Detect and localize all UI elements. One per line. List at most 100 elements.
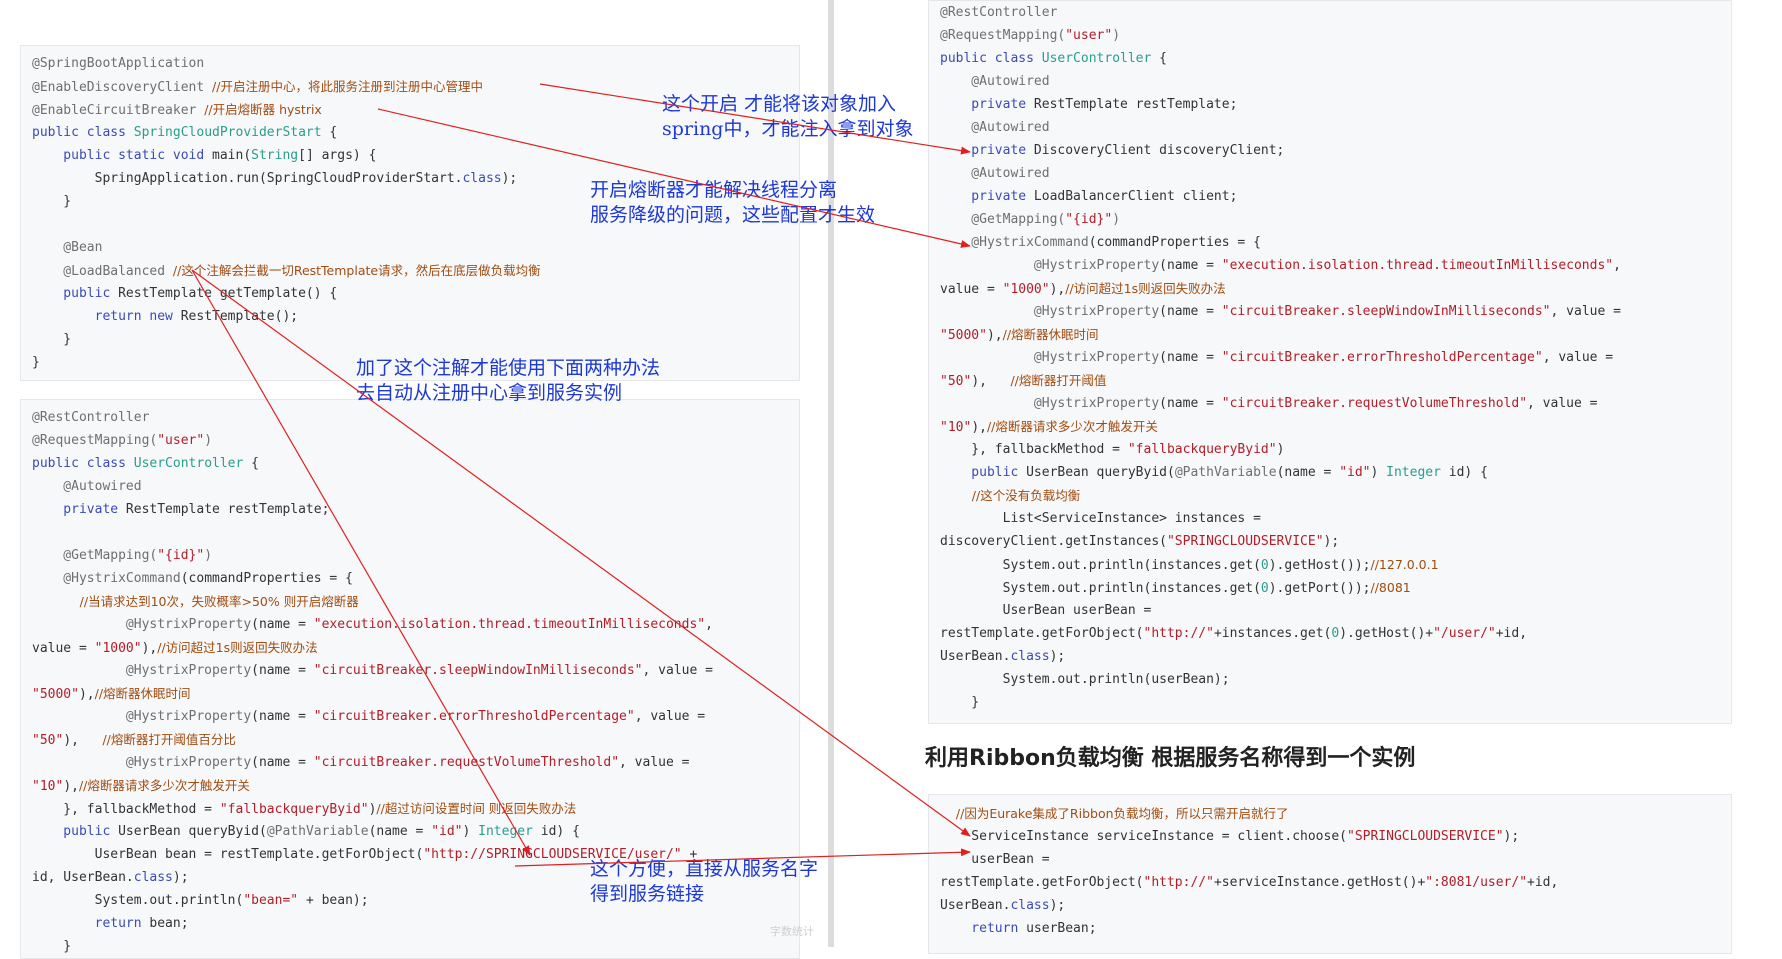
code-token: "circuitBreaker.errorThresholdPercentage… (1221, 350, 1543, 365)
code-token: }, fallbackMethod = (940, 442, 1128, 457)
code-token: "5000" (32, 687, 79, 702)
code-token: @PathVariable (1174, 465, 1277, 480)
code-token: ).getHost()+ (1339, 626, 1434, 641)
code-token: return (32, 916, 150, 931)
code-token: discoveryClient.getInstances( (940, 534, 1167, 549)
code-line (32, 213, 541, 236)
code-line: id, UserBean.class); (32, 866, 713, 889)
code-token: (name = (251, 755, 314, 770)
code-line: private RestTemplate restTemplate; (32, 498, 713, 521)
code-token: ); (501, 171, 518, 186)
code-token: //因为Eurake集成了Ribbon负载均衡，所以只需开启就行了 (940, 806, 1289, 821)
code-token: public (940, 465, 1027, 480)
code-line: return new RestTemplate(); (32, 305, 541, 328)
code-token: UserBean bean = restTemplate.getForObjec… (32, 847, 424, 862)
code-token: "id" (1339, 465, 1371, 480)
code-token: //熔断器打开阈值 (1010, 373, 1107, 388)
code-line: @RequestMapping("user") (32, 429, 713, 452)
code-token: UserBean queryByid( (1026, 465, 1175, 480)
code-token: , value = (642, 663, 713, 678)
code-line: @RestController (940, 1, 1621, 24)
code-line: "10"),//熔断器请求多少次才触发开关 (32, 774, 713, 797)
code-token: (commandProperties = { (180, 571, 353, 586)
code-token: +serviceInstance.getHost()+ (1213, 875, 1426, 890)
code-token: @RestController (32, 410, 150, 425)
code-token: System.out.println(instances.get( (940, 581, 1261, 596)
code-line: value = "1000"),//访问超过1s则返回失败办法 (32, 636, 713, 659)
code-token: public (32, 824, 119, 839)
code-token: UserBean userBean = (940, 603, 1152, 618)
code-token: @SpringBootApplication (32, 56, 205, 71)
code-line: System.out.println(instances.get(0).getP… (940, 576, 1621, 599)
annotation-note-circuit-breaker: 开启熔断器才能解决线程分离 服务降级的问题，这些配置才生效 (590, 179, 876, 226)
code-line: discoveryClient.getInstances("SPRINGCLOU… (940, 530, 1621, 553)
code-line: //这个没有负载均衡 (940, 484, 1621, 507)
code-token: return (940, 921, 1027, 936)
code-token: "circuitBreaker.requestVolumeThreshold" (1221, 396, 1528, 411)
code-line: @HystrixCommand(commandProperties = { (32, 567, 713, 590)
code-token: @GetMapping( (940, 212, 1066, 227)
code-token: ) (462, 824, 479, 839)
code-token: RestTemplate restTemplate; (125, 502, 330, 517)
code-token: //这个没有负载均衡 (940, 488, 1081, 503)
code-token: @HystrixProperty (32, 617, 252, 632)
code-line: @HystrixCommand(commandProperties = { (940, 231, 1621, 254)
code-token: UserController (1041, 51, 1152, 66)
code-token: restTemplate.getForObject( (940, 626, 1144, 641)
code-token: 0 (1331, 626, 1340, 641)
code-token: restTemplate.getForObject( (940, 875, 1144, 890)
code-line (32, 521, 713, 544)
code-token: "bean=" (243, 893, 299, 908)
code-token: @RequestMapping( (32, 433, 158, 448)
code-token: ).getHost()); (1268, 558, 1371, 573)
code-line: @RequestMapping("user") (940, 24, 1621, 47)
code-token: SpringApplication.run(SpringCloudProvide… (32, 171, 463, 186)
code-line: @EnableDiscoveryClient //开启注册中心，将此服务注册到注… (32, 75, 541, 98)
code-token: @HystrixCommand (940, 235, 1089, 250)
code-line: @HystrixProperty(name = "circuitBreaker.… (940, 346, 1621, 369)
code-token: ), (986, 328, 1003, 343)
code-token: } (32, 332, 72, 347)
code-line: UserBean userBean = (940, 599, 1621, 622)
code-token: ) (1112, 212, 1121, 227)
code-token: ), (1049, 282, 1066, 297)
word-count-watermark: 字数统计 (770, 925, 814, 938)
code-token: public class (32, 456, 134, 471)
code-line: } (940, 691, 1621, 714)
code-line: @HystrixProperty(name = "circuitBreaker.… (32, 751, 713, 774)
code-token: @HystrixProperty (32, 663, 252, 678)
code-token: //127.0.0.1 (1370, 557, 1439, 572)
code-token: "execution.isolation.thread.timeoutInMil… (313, 617, 706, 632)
code-line: @HystrixProperty(name = "execution.isola… (32, 613, 713, 636)
code-token: class (1010, 649, 1050, 664)
code-token: ), (971, 420, 987, 435)
code-token: SpringCloudProviderStart (133, 125, 322, 140)
code-token: ServiceInstance serviceInstance = client… (940, 829, 1347, 844)
code-token: //熔断器休眠时间 (94, 686, 191, 701)
code-line: @Autowired (940, 70, 1621, 93)
code-token: "50" (940, 374, 972, 389)
code-token: "10" (940, 420, 972, 435)
code-line: value = "1000"),//访问超过1s则返回失败办法 (940, 277, 1621, 300)
code-token: //8081 (1370, 580, 1411, 595)
code-token: //访问超过1s则返回失败办法 (1065, 281, 1226, 296)
code-line: SpringApplication.run(SpringCloudProvide… (32, 167, 541, 190)
code-token: RestTemplate(); (180, 309, 299, 324)
code-token: @RestController (940, 5, 1058, 20)
code-token: return new (32, 309, 181, 324)
code-line: "5000"),//熔断器休眠时间 (32, 682, 713, 705)
code-token: (name = (368, 824, 432, 839)
code-token: Integer (478, 824, 533, 839)
code-token: @EnableCircuitBreaker (32, 103, 205, 118)
code-line: @Autowired (940, 116, 1621, 139)
code-token: "fallbackqueryByid" (1127, 442, 1277, 457)
code-token: System.out.println( (32, 893, 244, 908)
code-line: @HystrixProperty(name = "circuitBreaker.… (940, 392, 1621, 415)
code-token: "user" (1065, 28, 1113, 43)
code-token: //超过访问设置时间 则返回失败办法 (376, 801, 577, 816)
code-token: +id, (1527, 875, 1559, 890)
code-token: { (321, 125, 338, 140)
code-line: System.out.println("bean=" + bean); (32, 889, 713, 912)
code-token: "/user/" (1433, 626, 1496, 641)
code-line: userBean = (940, 848, 1558, 871)
